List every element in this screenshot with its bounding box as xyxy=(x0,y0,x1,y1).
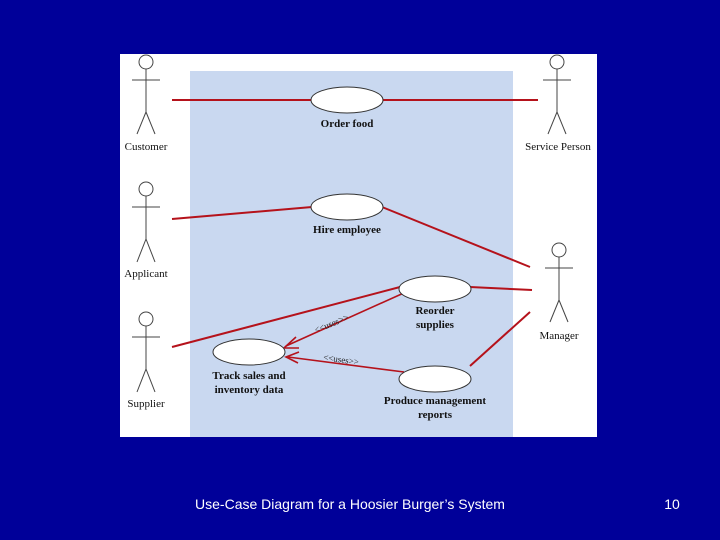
use-case-produce-reports xyxy=(398,365,472,393)
association-reorder-supplies-manager xyxy=(469,286,533,291)
actor-supplier-figure xyxy=(132,311,160,393)
use-case-label-hire-employee: Hire employee xyxy=(313,224,381,236)
use-case-label-order-food: Order food xyxy=(321,118,374,130)
association-supplier-reorder-supplies xyxy=(171,286,401,348)
use-case-label-produce-1: Produce management xyxy=(384,395,486,407)
use-case-diagram: <<uses>> <<uses>> Order food Hire employ… xyxy=(120,54,597,437)
use-case-hire-employee xyxy=(310,193,384,221)
actor-label-applicant: Applicant xyxy=(124,268,167,280)
page-number: 10 xyxy=(664,496,680,512)
use-case-order-food xyxy=(310,86,384,114)
use-case-reorder-supplies xyxy=(398,275,472,303)
association-produce-reports-manager xyxy=(469,311,531,367)
actor-label-supplier: Supplier xyxy=(127,398,165,410)
actor-label-manager: Manager xyxy=(539,330,578,342)
uses-arrow-produce-to-track xyxy=(287,356,405,373)
actor-label-customer: Customer xyxy=(125,141,168,153)
association-applicant-hire-employee xyxy=(171,206,313,220)
diagram-canvas: <<uses>> <<uses>> Order food Hire employ… xyxy=(124,54,591,437)
uses-label-produce: <<uses>> xyxy=(323,352,360,367)
use-case-label-reorder-2: supplies xyxy=(416,319,455,331)
use-case-label-reorder-1: Reorder xyxy=(415,305,454,317)
use-case-label-produce-2: reports xyxy=(418,409,453,421)
actor-customer-figure xyxy=(132,54,160,135)
uses-arrowhead-produce-to-track xyxy=(284,351,300,364)
use-case-label-track-2: inventory data xyxy=(215,384,284,396)
actor-manager-figure xyxy=(545,242,573,323)
association-hire-employee-manager xyxy=(381,206,531,268)
actor-applicant-figure xyxy=(132,181,160,263)
use-case-track-sales xyxy=(212,338,286,366)
uses-arrow-reorder-to-track xyxy=(285,291,407,347)
actor-service-person-figure xyxy=(543,54,571,135)
use-case-label-track-1: Track sales and xyxy=(212,370,285,382)
slide-caption: Use-Case Diagram for a Hoosier Burger’s … xyxy=(195,496,505,512)
actor-label-service-person: Service Person xyxy=(525,141,591,153)
